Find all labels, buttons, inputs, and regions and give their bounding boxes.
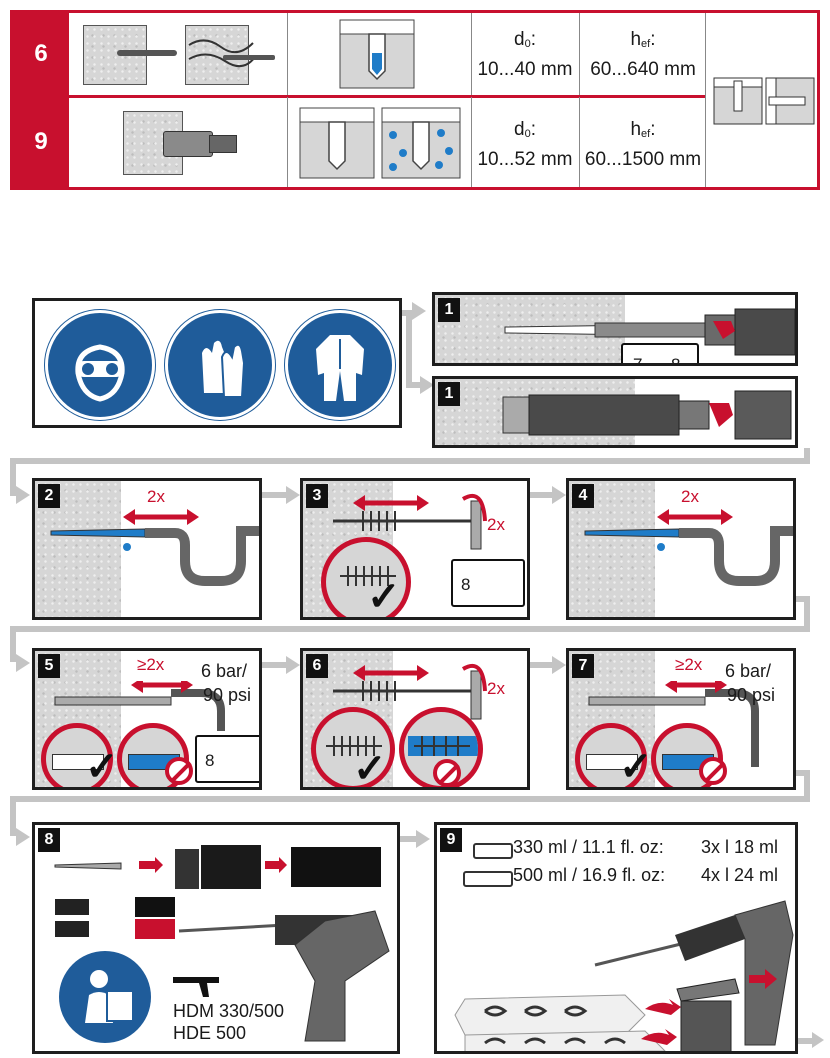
repeat-label: ≥2x <box>675 655 703 674</box>
manual-reference-book: 8 <box>195 735 259 783</box>
large-cartridge-icon <box>463 871 513 887</box>
dispenser-illustration <box>178 910 390 1042</box>
repeat-label: 2x <box>487 515 505 534</box>
air-nozzle-illustration <box>54 681 225 731</box>
eye-protection-icon <box>45 310 155 420</box>
detail-circle-ok <box>41 723 113 787</box>
air-nozzle-illustration <box>588 681 759 767</box>
step-1-hammer-drill: 1 7 8 <box>432 292 798 366</box>
small-cartridge-icon <box>473 843 513 859</box>
prohibited-icon <box>165 757 193 785</box>
hammer-drill-illustration <box>504 308 795 356</box>
step-2-flush-water: 2 2x <box>32 478 262 620</box>
row-number: 6 <box>13 13 69 95</box>
brush-illustration <box>333 493 487 550</box>
step-number: 3 <box>306 484 328 508</box>
dispenser-model-2: HDE 500 <box>173 1023 247 1043</box>
table-row-6: 6 d0: 10...40 mm hef: 60...640 mm <box>13 13 817 95</box>
d0-cell: d0: 10...52 mm <box>477 119 573 170</box>
dry-hole-icon <box>299 107 375 179</box>
pressure-bar: 6 bar/ <box>201 661 248 681</box>
cartridge-assembly-illustration <box>54 845 381 939</box>
step-3-brush-clean: 3 2x ✓ 8 <box>300 478 530 620</box>
d0-cell: d0: 10...40 mm <box>477 29 573 80</box>
repeat-label: 2x <box>681 487 699 506</box>
step-number: 4 <box>572 484 594 508</box>
volume-330: 330 ml / 11.1 fl. oz: <box>513 837 664 857</box>
step-5-blow-air: 5 ≥2x 6 bar/ 90 psi ✓ 8 <box>32 648 262 790</box>
step-number: 1 <box>438 382 460 406</box>
horizontal-installation-icon <box>765 77 815 125</box>
table-divider <box>13 95 705 98</box>
volume-500: 500 ml / 16.9 fl. oz: <box>513 865 666 885</box>
repeat-label: 2x <box>487 679 505 698</box>
dry-hole-icon <box>339 19 415 89</box>
step-number: 1 <box>438 298 460 322</box>
step-number: 8 <box>38 828 60 852</box>
repeat-label: ≥2x <box>137 655 165 674</box>
step-number: 9 <box>440 828 462 852</box>
pressure-bar: 6 bar/ <box>725 661 772 681</box>
ppe-panel <box>32 298 402 428</box>
diamond-core-drilling-illustration <box>117 105 257 181</box>
vertical-installation-icon <box>713 77 763 125</box>
core-drill-illustration <box>502 390 792 440</box>
detail-circle-ok <box>575 723 647 787</box>
step-number: 6 <box>306 654 328 678</box>
water-hose-illustration <box>584 509 793 586</box>
step-number: 2 <box>38 484 60 508</box>
discard-strokes-illustration <box>454 900 794 1051</box>
step-7-blow-air: 7 ≥2x 6 bar/ 90 psi ✓ <box>566 648 796 790</box>
ok-checkmark-icon: ✓ <box>353 747 387 790</box>
step-number: 5 <box>38 654 60 678</box>
manual-reference-book: 7 8 <box>621 343 699 363</box>
ok-checkmark-icon: ✓ <box>367 575 401 619</box>
discard-500: 4x l 24 ml <box>701 865 779 885</box>
ok-checkmark-icon: ✓ <box>619 745 653 789</box>
hef-cell: hef: 60...1500 mm <box>584 119 702 170</box>
prohibited-icon <box>699 757 727 785</box>
gloves-icon <box>165 310 275 420</box>
pressure-psi: 90 psi <box>203 685 252 705</box>
step-number: 7 <box>572 654 594 678</box>
brush-illustration <box>333 663 487 720</box>
step-4-flush-water: 4 2x <box>566 478 796 620</box>
manual-reference-book: 8 <box>451 559 525 607</box>
hammer-drilling-illustration <box>77 21 277 87</box>
table-row-9: 9 d0: 10...52 mm hef: 60...1500 mm <box>13 97 817 187</box>
read-manual-icon <box>59 951 151 1043</box>
manual-dispenser-icon <box>173 977 219 997</box>
hef-cell: hef: 60...640 mm <box>590 29 696 80</box>
detail-circle <box>321 537 411 617</box>
step-1-diamond-core-drill: 1 <box>432 376 798 448</box>
row-number: 9 <box>13 97 69 187</box>
drilling-method-table: 6 d0: 10...40 mm hef: 60...640 mm 9 <box>10 10 820 190</box>
pressure-psi: 90 psi <box>727 685 776 705</box>
protective-clothing-icon <box>285 310 395 420</box>
step-8-prepare-cartridge: 8 HDM 330/500 HDE 500 <box>32 822 400 1054</box>
repeat-label: 2x <box>147 487 165 506</box>
discard-330: 3x l 18 ml <box>701 837 779 857</box>
wet-hole-icon <box>381 107 461 179</box>
dispenser-model-1: HDM 330/500 <box>173 1001 285 1021</box>
water-hose-illustration <box>50 509 259 586</box>
ok-checkmark-icon: ✓ <box>85 745 119 789</box>
step-6-brush-clean: 6 2x ✓ <box>300 648 530 790</box>
step-9-discard-initial: 9 330 ml / 11.1 fl. oz: 3x l 18 ml 500 m… <box>434 822 798 1054</box>
prohibited-icon <box>433 759 461 787</box>
detail-circle-ok <box>311 707 395 787</box>
